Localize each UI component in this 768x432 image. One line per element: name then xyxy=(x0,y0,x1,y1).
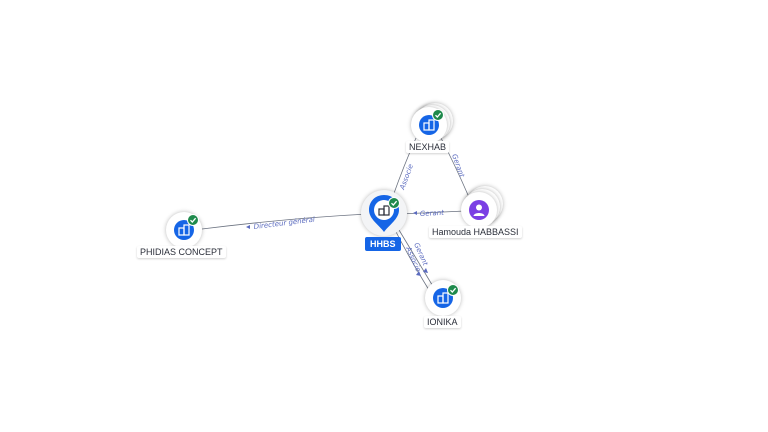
arrow-icon xyxy=(416,271,421,276)
arrow-left-icon xyxy=(246,225,250,229)
person-icon xyxy=(473,204,485,216)
node-label-hamouda-habbassi[interactable]: Hamouda HABBASSI xyxy=(429,226,522,238)
check-badge-icon xyxy=(432,109,444,121)
building-icon xyxy=(178,224,190,236)
check-badge-icon xyxy=(388,197,400,209)
person-avatar xyxy=(469,200,489,220)
node-label-phidias-concept[interactable]: PHIDIAS CONCEPT xyxy=(137,246,226,258)
building-icon xyxy=(378,205,390,216)
building-icon xyxy=(423,119,435,131)
arrow-icon xyxy=(423,268,428,273)
edge-label-directeur-general: Directeur général xyxy=(253,216,315,231)
edge-hhbs-ionika[interactable] xyxy=(395,224,435,289)
node-label-hhbs[interactable]: HHBS xyxy=(365,237,401,251)
arrow-left-icon xyxy=(413,211,417,215)
check-badge-icon xyxy=(447,284,459,296)
edge-label-associe: Associe xyxy=(398,163,415,192)
edge-phidias-hhbs[interactable] xyxy=(201,213,369,230)
edge-label-gerant-2: Gerant xyxy=(450,153,466,179)
check-badge-icon xyxy=(187,214,199,226)
edge-label-gerant: Gerant xyxy=(420,209,445,218)
building-icon xyxy=(437,292,449,304)
node-label-nexhab[interactable]: NEXHAB xyxy=(406,141,450,153)
node-label-ionika[interactable]: IONIKA xyxy=(424,316,461,328)
edge-hamouda-hhbs[interactable] xyxy=(399,210,466,215)
